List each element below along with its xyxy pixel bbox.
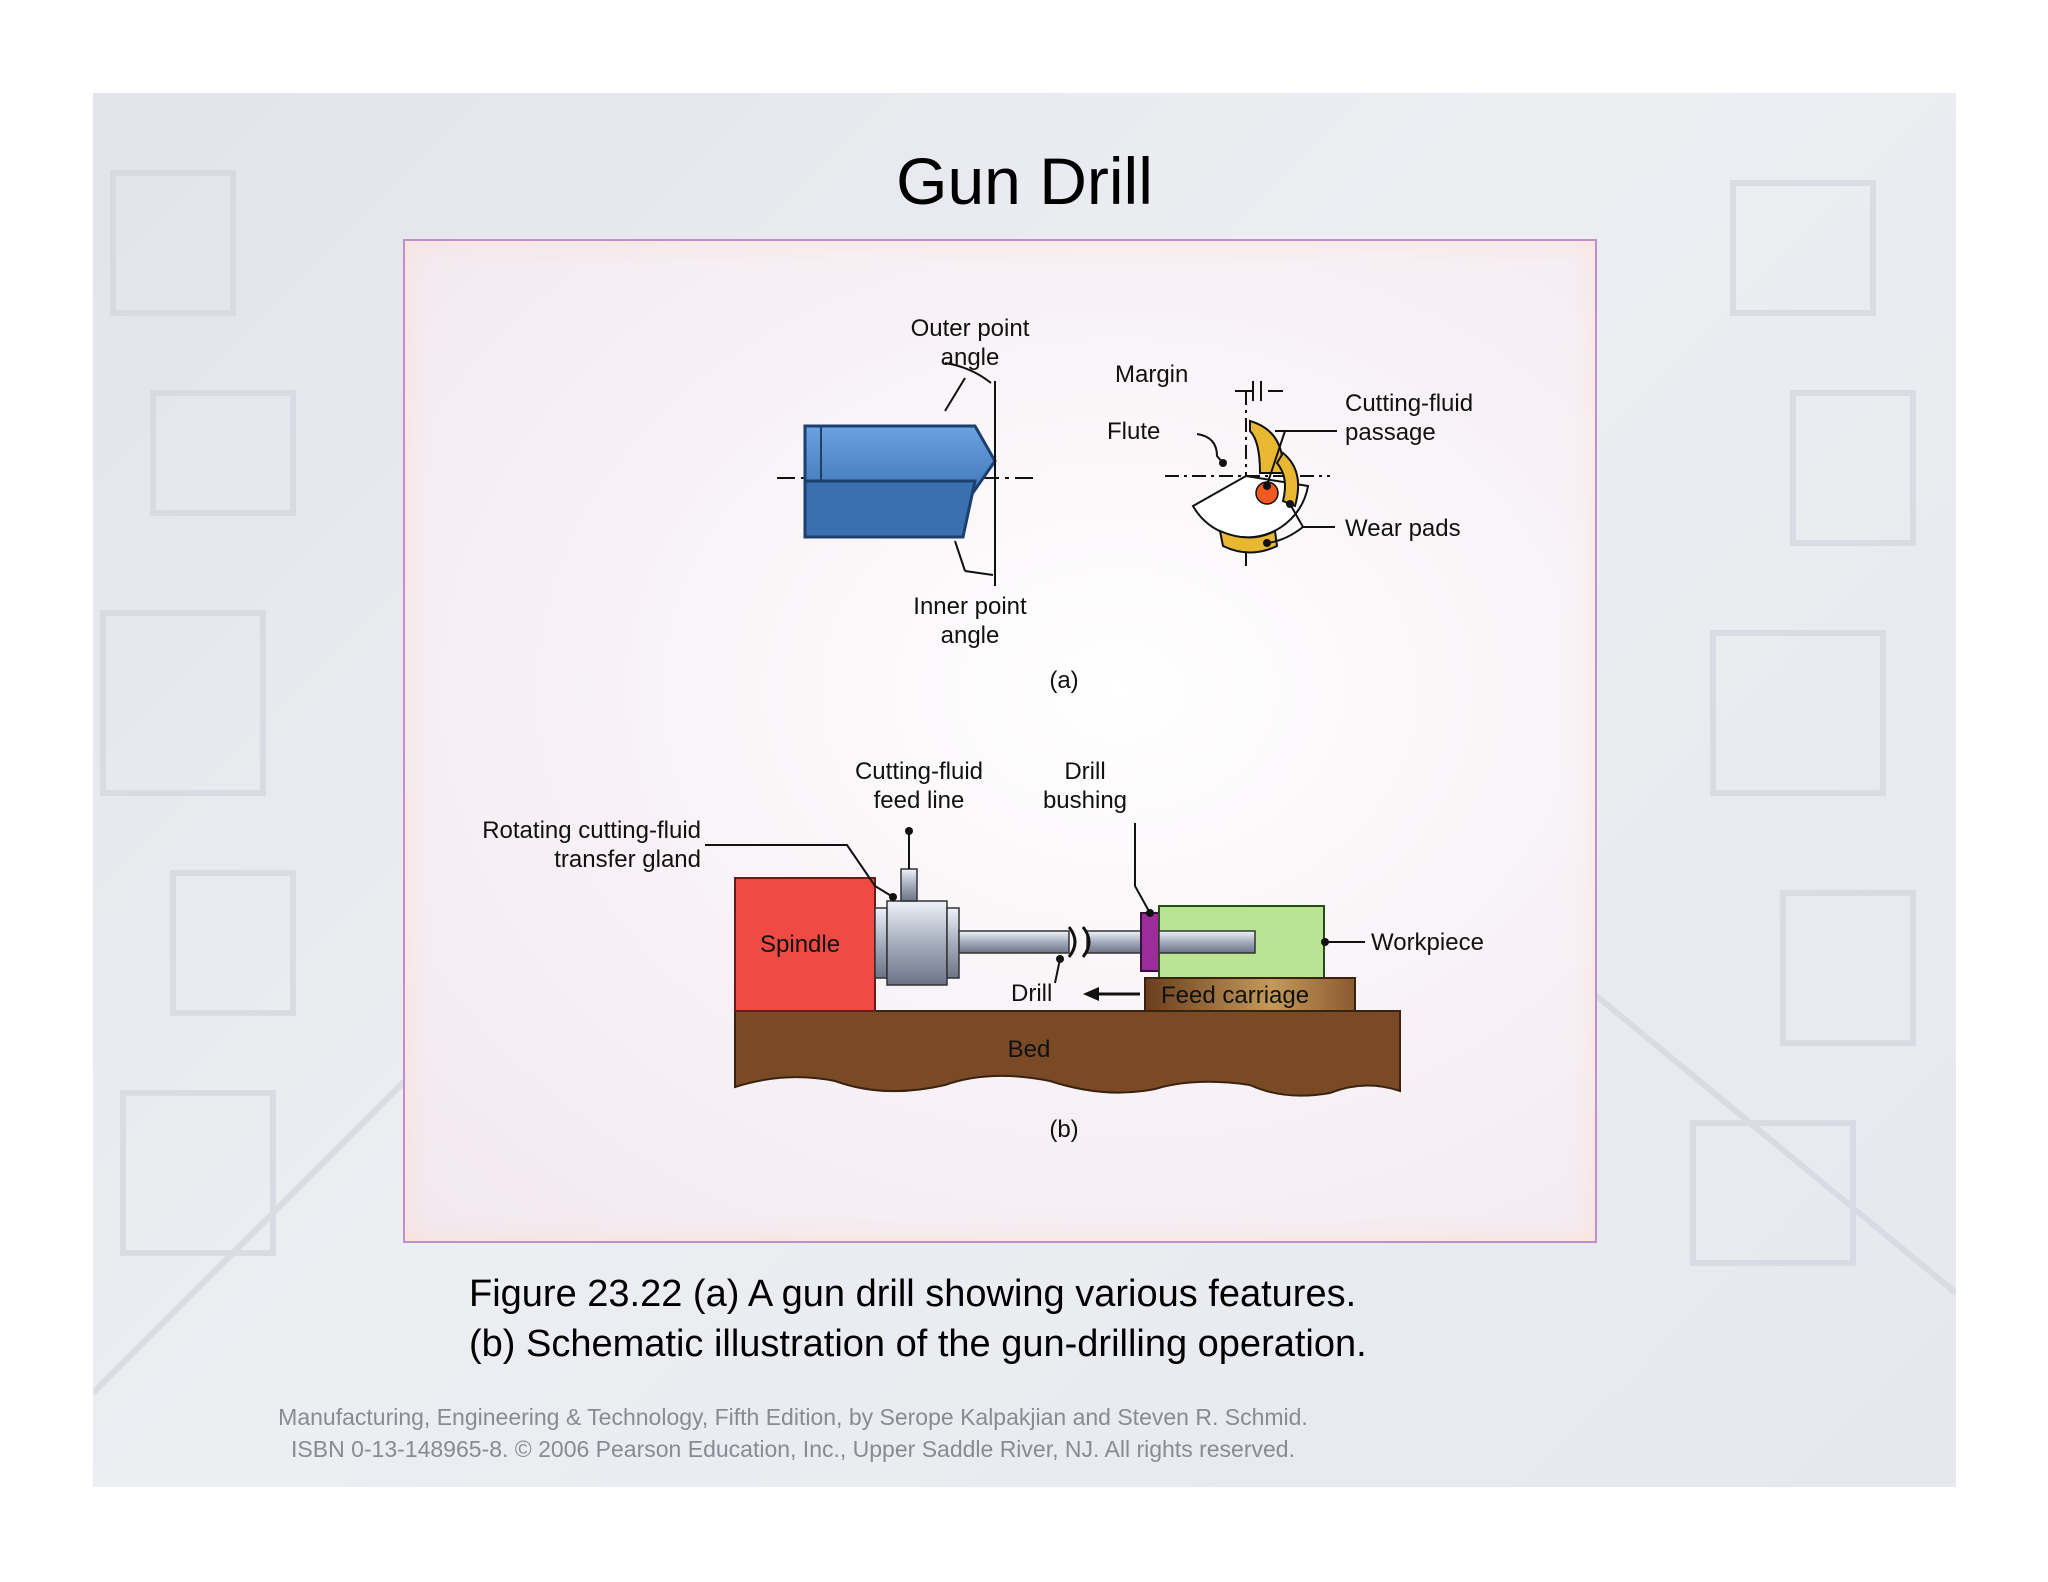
spindle	[734, 877, 876, 1012]
inner-point-angle-arrow	[954, 540, 994, 576]
caption-line-2: (b) Schematic illustration of the gun-dr…	[469, 1323, 1367, 1365]
drill-bushing-label: Drill	[1064, 758, 1105, 785]
figure-caption: Figure 23.22 (a) A gun drill showing var…	[469, 1269, 1669, 1369]
drill-label: Drill	[1011, 980, 1052, 1007]
transfer-gland-label: Rotating cutting-fluid	[482, 817, 701, 844]
panel-b-label: (b)	[1049, 1116, 1078, 1143]
transfer-gland-label-2: transfer gland	[554, 846, 701, 873]
cutting-fluid-passage-label: Cutting-fluid	[1345, 390, 1473, 417]
drill-in-workpiece	[1158, 930, 1256, 954]
inner-point-angle-label: Inner point	[913, 593, 1027, 620]
footer-line-2: ISBN 0-13-148965-8. © 2006 Pearson Educa…	[291, 1436, 1295, 1462]
transfer-gland	[874, 868, 960, 986]
figure-panel: Outer point angle Inner point angle	[403, 239, 1597, 1243]
inner-point-angle-label-2: angle	[941, 622, 1000, 649]
flute-label: Flute	[1107, 418, 1160, 445]
workpiece-label: Workpiece	[1371, 929, 1484, 956]
drill-end-view	[1165, 381, 1337, 566]
slide-title: Gun Drill	[896, 144, 1153, 218]
bed	[734, 1010, 1401, 1097]
background-pattern	[93, 170, 1956, 1396]
feed-direction-arrow	[1083, 987, 1140, 1001]
drill-side-view	[777, 381, 1037, 586]
caption-line-1: Figure 23.22 (a) A gun drill showing var…	[469, 1273, 1357, 1315]
gun-drill-figure: Outer point angle Inner point angle	[482, 315, 1484, 1143]
drill-bushing	[1140, 912, 1160, 972]
copyright-footer: Manufacturing, Engineering & Technology,…	[93, 1401, 1493, 1465]
outer-point-angle-label-2: angle	[941, 344, 1000, 371]
slide: Gun Drill	[93, 93, 1956, 1487]
outer-point-angle-arrow	[944, 362, 992, 412]
margin-label: Margin	[1115, 361, 1188, 388]
cutting-fluid-passage-label-2: passage	[1345, 419, 1436, 446]
feed-line-label: Cutting-fluid	[855, 758, 983, 785]
drill-bushing-label-2: bushing	[1043, 787, 1127, 814]
panel-a-label: (a)	[1049, 667, 1078, 694]
wear-pads-label: Wear pads	[1345, 515, 1461, 542]
feed-carriage-label: Feed carriage	[1161, 982, 1309, 1009]
feed-line-label-2: feed line	[874, 787, 965, 814]
feed-carriage	[1144, 977, 1356, 1012]
bed-label: Bed	[1008, 1036, 1051, 1063]
outer-point-angle-label: Outer point	[911, 315, 1030, 342]
spindle-label: Spindle	[760, 931, 840, 958]
part-b-leader-lines	[705, 823, 1365, 984]
footer-line-1: Manufacturing, Engineering & Technology,…	[278, 1404, 1308, 1430]
